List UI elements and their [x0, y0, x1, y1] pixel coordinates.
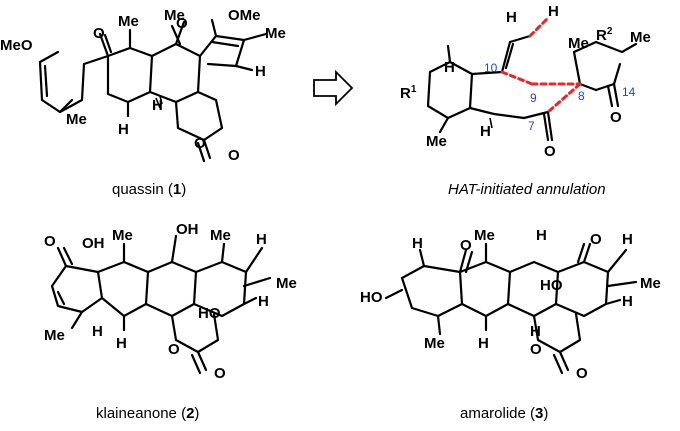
klaineanone-h-label-3: H [92, 323, 103, 340]
klaineanone-oh-label-top: OH [176, 221, 199, 238]
amarolide-o-label-2: O [590, 231, 602, 248]
amarolide-h-label-1: H [412, 235, 423, 252]
caption-amarolide: amarolide (3) [460, 405, 548, 422]
hat-h-label-4: H [480, 123, 491, 140]
klaineanone-me-label-3: Me [276, 275, 297, 292]
amarolide-h-label-2: H [536, 227, 547, 244]
hat-me-label-1: Me [426, 133, 447, 150]
quassin-o-label-carbonyl: O [228, 147, 240, 164]
klaineanone-h-label-2: H [258, 293, 269, 310]
klaineanone-structure: O OH Me OH Me H Me H Me H H HO O O [44, 221, 297, 382]
atom-number-7: 7 [528, 119, 535, 133]
hat-precursor-structure: R1 H H H H Me Me Me R2 O O 10 9 8 7 14 [400, 3, 651, 160]
amarolide-ho-label-2: HO [540, 277, 563, 294]
hat-r2-label: R2 [596, 26, 613, 44]
amarolide-me-label-3: Me [424, 335, 445, 352]
quassin-o-label-2: O [176, 15, 188, 32]
quassin-ome-label: OMe [228, 7, 261, 24]
quassin-o-label-1: O [93, 25, 105, 42]
caption-hat: HAT-initiated annulation [448, 181, 606, 198]
hat-h-label-1: H [506, 9, 517, 26]
klaineanone-me-label-1: Me [112, 227, 133, 244]
klaineanone-ho-label: HO [198, 305, 221, 322]
amarolide-h-label-5: H [478, 335, 489, 352]
klaineanone-o-label-carbonyl: O [214, 365, 226, 382]
amarolide-h-label-4: H [622, 293, 633, 310]
klaineanone-h-label-4: H [116, 335, 127, 352]
amarolide-me-label-1: Me [474, 227, 495, 244]
hat-me-label-2: Me [568, 35, 589, 52]
quassin-me-label-top: Me [118, 13, 139, 30]
retrosynthetic-arrow-icon [313, 69, 354, 107]
quassin-h-label-right: H [255, 63, 266, 80]
klaineanone-me-label-4: Me [44, 327, 65, 344]
quassin-meo-label: MeO [0, 37, 33, 54]
quassin-o-label-ring: O [194, 135, 206, 152]
klaineanone-o-label-1: O [44, 233, 56, 250]
atom-number-14: 14 [622, 85, 636, 99]
klaineanone-h-label-1: H [256, 231, 267, 248]
hat-h-label-3: H [444, 59, 455, 76]
hat-r1-label: R1 [400, 84, 417, 102]
amarolide-structure: H HO O Me H HO O H Me H Me H H O O [360, 227, 661, 382]
amarolide-me-label-2: Me [640, 275, 661, 292]
hat-o-label-1: O [544, 143, 556, 160]
caption-klaineanone: klaineanone (2) [96, 405, 199, 422]
klaineanone-o-label-ring: O [168, 341, 180, 358]
atom-number-9: 9 [530, 91, 537, 105]
amarolide-h-label-3: H [622, 231, 633, 248]
amarolide-h-label-6: H [530, 323, 541, 340]
quassin-me-label-right: Me [265, 25, 286, 42]
hat-me-label-3: Me [630, 29, 651, 46]
quassin-me-label-bottom: Me [66, 111, 87, 128]
hat-h-label-2: H [548, 3, 559, 20]
amarolide-ho-label: HO [360, 289, 383, 306]
quassin-structure: MeO OMe Me Me Me Me O O O O H H H [0, 7, 286, 164]
atom-number-8: 8 [578, 89, 585, 103]
klaineanone-oh-label: OH [82, 235, 105, 252]
caption-quassin: quassin (1) [112, 181, 186, 198]
amarolide-o-label-carbonyl: O [576, 365, 588, 382]
quassin-h-label-mid: H [152, 97, 163, 114]
quassin-me-label-top2: Me [164, 7, 185, 24]
klaineanone-me-label-2: Me [210, 227, 231, 244]
amarolide-o-label-ring: O [530, 341, 542, 358]
quassin-h-label-bottom: H [118, 121, 129, 138]
atom-number-10: 10 [484, 61, 498, 75]
amarolide-o-label-1: O [460, 237, 472, 254]
hat-o-label-2: O [610, 109, 622, 126]
